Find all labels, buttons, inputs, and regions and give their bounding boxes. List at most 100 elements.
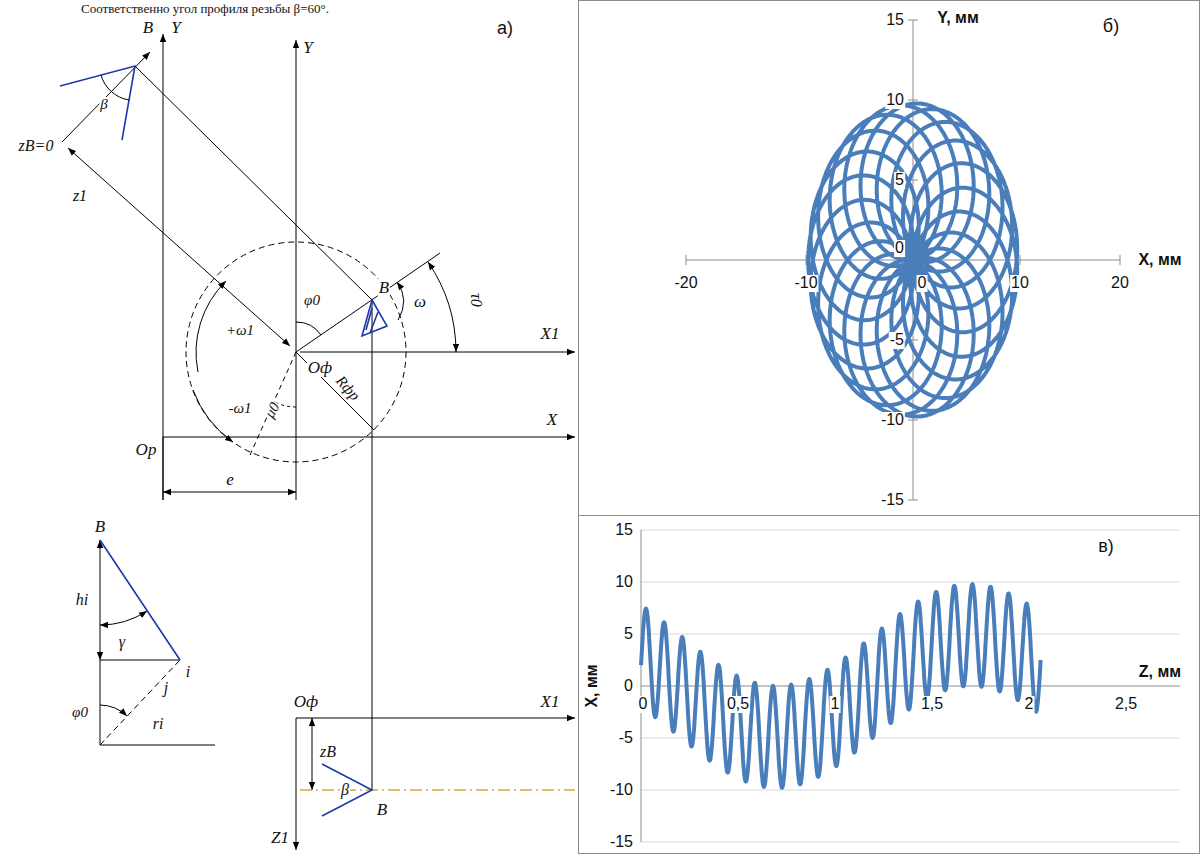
axis-label: 5 (623, 626, 634, 643)
drawing-label: z1 (72, 188, 88, 205)
axis-label: 1 (830, 696, 841, 713)
label-anchor: 15 (614, 521, 634, 539)
label-anchor: j (163, 679, 169, 697)
drawing-label: B (376, 801, 388, 819)
drawing-label: β (99, 97, 108, 113)
axis-label: -15 (609, 834, 634, 851)
label-anchor: 0 (638, 695, 649, 713)
label-anchor: 1 (830, 695, 841, 713)
label-anchor: 10 (885, 91, 905, 109)
drawing-label: μ0 (262, 399, 284, 422)
label-anchor: B (94, 518, 106, 536)
label-anchor: B (378, 279, 390, 297)
drawing-label: Oф (307, 359, 333, 377)
label-anchor: 20 (1110, 274, 1130, 292)
axis-label: 10 (614, 574, 634, 591)
drawing-label: X1 (540, 693, 561, 711)
label-anchor: 5 (894, 171, 905, 189)
label-anchor: 0,5 (726, 695, 750, 713)
label-anchor: -ω1 (227, 399, 252, 417)
drawing-label: X1 (540, 325, 561, 343)
axis-label: 15 (614, 522, 634, 539)
panel-letter: в) (1097, 537, 1115, 556)
axis-label: 2,5 (1114, 696, 1138, 713)
axis-label: а) (496, 19, 514, 38)
label-anchor: 15 (885, 11, 905, 29)
label-anchor: б) (1102, 17, 1120, 36)
label-anchor: 0 (917, 274, 928, 292)
label-anchor: zB=0 (18, 137, 55, 155)
label-anchor: β (99, 95, 108, 113)
axis-label: Z, мм (1138, 664, 1182, 681)
label-anchor: 1,5 (920, 695, 944, 713)
drawing-label: X (546, 411, 558, 429)
label-anchor: X1 (540, 693, 561, 711)
label-anchor: X, мм (583, 663, 601, 708)
label-anchor: ri (152, 715, 165, 733)
label-anchor: B (376, 801, 388, 819)
axis-label: -10 (793, 275, 818, 292)
label-anchor: Z, мм (1138, 663, 1182, 681)
drawing-label: hi (75, 592, 89, 609)
axis-label: -20 (673, 275, 698, 292)
panel-letter: б) (1102, 17, 1120, 36)
label-anchor: τ0 (467, 292, 485, 308)
axis-label: 0 (638, 696, 649, 713)
label-anchor: Z1 (270, 829, 290, 847)
data-curve (808, 103, 1017, 416)
label-anchor: 10 (614, 573, 634, 591)
axis-label: 0 (894, 240, 905, 257)
axis-label: -10 (880, 412, 905, 429)
label-anchor: i (185, 663, 191, 681)
label-anchor: -15 (880, 491, 905, 509)
axis-label: 2 (1024, 696, 1035, 713)
axis-label: 0,5 (726, 696, 750, 713)
drawing-label: j (163, 680, 169, 697)
label-anchor: X1 (540, 325, 561, 343)
chart-panel: в) (578, 515, 1200, 854)
label-anchor: -5 (618, 729, 634, 747)
label-anchor: X (546, 411, 558, 429)
label-anchor: Rфр (332, 371, 365, 405)
drawing-label: zB (319, 744, 337, 761)
drawing-label: Oр (135, 441, 158, 459)
label-anchor: γ (118, 633, 126, 651)
label-anchor: Y (302, 39, 313, 57)
axis-label: -5 (889, 332, 905, 349)
axis-label: X, мм (584, 663, 601, 708)
drawing-label: φ0 (303, 293, 321, 309)
drawing-label: Rфр (332, 372, 363, 404)
label-anchor: hi (75, 591, 89, 609)
label-anchor: Y (170, 19, 181, 37)
axis-label: 15 (885, 12, 905, 29)
axis-label: 10 (1010, 275, 1030, 292)
label-anchor: zB (319, 743, 337, 761)
label-anchor: β (340, 781, 350, 799)
chart-axes (641, 530, 1180, 842)
drawing-label: τ0 (467, 292, 484, 308)
drawing-label: B (94, 518, 106, 536)
drawing-label: +ω1 (225, 323, 255, 339)
label-anchor: z1 (72, 187, 88, 205)
label-anchor: e (225, 471, 235, 489)
label-anchor: 0 (894, 239, 905, 257)
drawing-label: -ω1 (227, 401, 252, 417)
label-anchor: ω (413, 293, 427, 311)
axis-label: X, мм (1137, 252, 1182, 269)
drawing-label: γ (118, 634, 126, 651)
axis-label: 0 (623, 678, 634, 695)
label-anchor: в) (1097, 537, 1115, 556)
drawing-label: B (378, 279, 390, 297)
axis-label: 1,5 (920, 696, 944, 713)
drawing-label: B (142, 19, 154, 37)
drawing-label: β (340, 782, 350, 799)
label-anchor: 2,5 (1114, 695, 1138, 713)
axis-label: 5 (894, 172, 905, 189)
label-anchor: 10 (1010, 274, 1030, 292)
label-anchor: X, мм (1137, 251, 1182, 269)
label-anchor: Y, мм (936, 9, 979, 27)
drawing-label: ri (152, 716, 165, 733)
construction-lines (62, 34, 575, 850)
label-anchor: 0 (623, 677, 634, 695)
